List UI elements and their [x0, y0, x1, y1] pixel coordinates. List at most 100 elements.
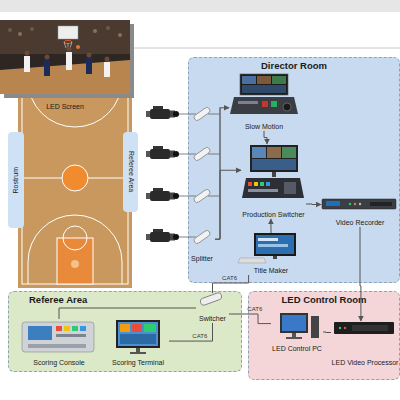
splitter-icon-part [193, 146, 211, 161]
slow-motion-device-part [238, 101, 258, 104]
production-switcher-device-part [267, 147, 281, 158]
room-band: Referee AreaSwitcherScoring ConsoleScori… [8, 291, 242, 372]
title-maker-device-part [258, 244, 288, 247]
camera-wires-part [208, 114, 220, 115]
area-box: Referee Area [123, 132, 138, 212]
led-screen-photo-part [8, 28, 12, 32]
basketball-court-part [63, 226, 87, 250]
led-video-processor-device-part [339, 327, 341, 329]
top-strip [0, 0, 400, 12]
signal-connector [360, 227, 362, 321]
led-screen-photo-part [45, 55, 50, 60]
scoring-terminal-device-part [144, 324, 156, 332]
led-screen-photo-part [0, 60, 130, 94]
video-recorder-device-part [322, 199, 396, 209]
room-band: LED Control RoomLED Control PCLED Video … [248, 291, 400, 380]
signal-connector [215, 108, 229, 239]
device-node: Scoring Console [19, 319, 99, 367]
led-screen-photo-part [87, 53, 92, 58]
room-title: Director Room [189, 60, 399, 71]
camera-icon [146, 146, 179, 159]
production-switcher-device-part [250, 145, 298, 172]
slow-motion-device-part [283, 103, 291, 111]
production-switcher-device-part [248, 189, 278, 192]
signal-connector [215, 170, 241, 239]
camera-wires-part [178, 196, 196, 197]
camera-icon-part [150, 109, 170, 119]
scoring-console-device [22, 322, 94, 352]
device-label: Video Recorder [336, 219, 385, 227]
room-title: Referee Area [9, 294, 241, 305]
camera-wires-part [220, 107, 221, 238]
signal-connector [213, 275, 249, 293]
area-label: Rostrum [12, 167, 20, 193]
signal-connector [59, 308, 196, 319]
splitter-icon [193, 229, 211, 244]
scoring-console-device-part [56, 326, 62, 331]
scoring-console-device-part [80, 326, 86, 331]
led-screen-photo-part [86, 58, 92, 74]
screen-node: LED Screen [0, 20, 130, 111]
splitter-icon [193, 146, 211, 161]
basketball-court-part [28, 215, 122, 284]
camera-wires-part [178, 237, 196, 238]
slow-motion-device-part [240, 74, 288, 95]
basketball-court-part [62, 165, 88, 191]
scoring-terminal-device [116, 320, 160, 354]
video-recorder-device-part [359, 203, 361, 205]
camera-icon [146, 188, 179, 201]
led-video-processor-device-part [352, 325, 388, 331]
device-label: Production Switcher [242, 211, 304, 219]
led-control-pc-device-part [292, 333, 296, 337]
device-node: Title Maker [239, 233, 303, 275]
slow-motion-device [230, 74, 298, 114]
slow-motion-device-part [271, 101, 277, 107]
slow-motion-device-part [262, 101, 268, 107]
camera-icon-part [170, 234, 175, 241]
led-video-processor-device-part [344, 327, 346, 329]
led-screen-photo-part [58, 26, 78, 39]
switcher-device-part [199, 292, 222, 306]
title-maker-device [238, 233, 296, 263]
camera-icon [146, 106, 179, 119]
device-node: Slow Motion [229, 73, 299, 131]
signal-connector [264, 131, 267, 144]
led-screen-photo-part [25, 51, 30, 56]
video-recorder-device-part [370, 202, 392, 206]
camera-icon-part [150, 191, 170, 201]
screen-label: LED Screen [46, 103, 84, 111]
camera-icon-part [170, 151, 175, 158]
scoring-terminal-device-part [120, 334, 156, 344]
production-switcher-device-part [252, 159, 296, 170]
splitter-icon-part [193, 229, 211, 244]
title-maker-device-part [258, 238, 278, 241]
camera-icon-part [170, 193, 175, 200]
led-control-pc-device-part [286, 337, 302, 339]
camera-icon-part [146, 111, 150, 117]
device-label: Scoring Console [33, 359, 84, 367]
switcher-device [199, 292, 222, 306]
video-recorder-device [322, 199, 396, 209]
splitter-icon-part [193, 106, 211, 121]
signal-connector [169, 323, 213, 341]
scoring-terminal-device-part [120, 324, 130, 332]
camera-icon-part [153, 106, 163, 109]
camera-icon-part [173, 234, 179, 240]
camera-icon-part [146, 151, 150, 157]
device-label: Splitter [191, 255, 213, 263]
scoring-console-device-part [28, 326, 52, 340]
area-box: Rostrum [8, 132, 24, 228]
title-maker-device-part [254, 233, 296, 256]
device-node: LED Control PC [271, 311, 323, 353]
camera-icon-part [173, 193, 179, 199]
led-video-processor-device [334, 322, 394, 334]
camera-icon-part [153, 229, 163, 232]
production-switcher-device [242, 145, 304, 198]
led-screen-photo-part [93, 29, 97, 33]
led-video-processor-device-part [334, 322, 394, 334]
camera-wires-part [178, 154, 196, 155]
led-screen-photo-part [67, 47, 72, 52]
led-screen-photo-part [118, 33, 122, 37]
